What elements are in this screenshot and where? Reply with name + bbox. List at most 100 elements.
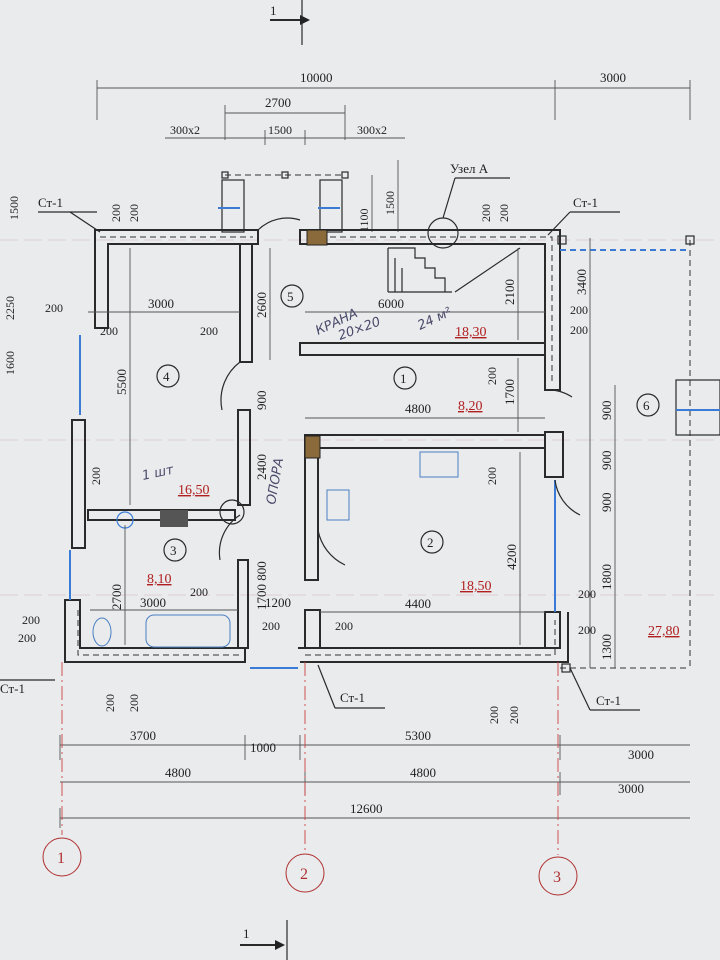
thk-1: 200 bbox=[127, 204, 141, 222]
section-mark-label: 1 bbox=[270, 3, 277, 18]
node-a-label: Узел А bbox=[450, 161, 489, 176]
thk-11: 200 bbox=[485, 467, 499, 485]
interior-walls bbox=[87, 217, 581, 649]
thk-2: 200 bbox=[45, 301, 63, 315]
thk-10: 200 bbox=[89, 467, 103, 485]
dim-1600: 1600 bbox=[3, 351, 17, 375]
dim-1800: 1800 bbox=[599, 564, 614, 590]
room-number-1: 1 bbox=[400, 371, 407, 386]
dim-1500-entrance: 1500 bbox=[383, 191, 397, 215]
room-number-4: 4 bbox=[163, 369, 170, 384]
dim-bottom-4800a: 4800 bbox=[165, 765, 191, 780]
dim-r3-h: 2700 bbox=[109, 584, 124, 610]
thk-8: 200 bbox=[570, 323, 588, 337]
top-dimensions: 10000 3000 2700 300x2 1500 300x2 bbox=[96, 70, 691, 145]
dim-r5-w: 6000 bbox=[378, 296, 404, 311]
thk-17: 200 bbox=[578, 587, 596, 601]
dim-bottom-5300: 5300 bbox=[405, 728, 431, 743]
dim-300x2-left: 300x2 bbox=[170, 123, 200, 137]
thk-5: 200 bbox=[479, 204, 493, 222]
dim-1300: 1300 bbox=[599, 634, 614, 660]
thk-22: 200 bbox=[507, 706, 521, 724]
thk-0: 200 bbox=[109, 204, 123, 222]
axis-label-3: 3 bbox=[553, 869, 561, 886]
thk-14: 200 bbox=[18, 631, 36, 645]
section-mark-top: 1 bbox=[270, 0, 310, 45]
thk-9: 200 bbox=[485, 367, 499, 385]
thk-16: 200 bbox=[335, 619, 353, 633]
room-area-5: 18,30 bbox=[455, 325, 487, 340]
dim-bottom-total: 12600 bbox=[350, 801, 383, 816]
thk-4: 200 bbox=[200, 324, 218, 338]
wall-label-bl: Ст-1 bbox=[0, 681, 25, 696]
room-number-2: 2 bbox=[427, 535, 434, 550]
thk-7: 200 bbox=[570, 303, 588, 317]
left-edge-dimensions: 1500 2250 1600 bbox=[3, 196, 21, 375]
thk-21: 200 bbox=[487, 706, 501, 724]
dim-r2-h: 4200 bbox=[504, 544, 519, 570]
dim-r5-side: 2600 bbox=[254, 292, 269, 318]
room-area-4: 16,50 bbox=[178, 483, 210, 498]
porch-columns bbox=[218, 171, 349, 233]
thk-20: 200 bbox=[127, 694, 141, 712]
dim-r2-w: 4400 bbox=[405, 596, 431, 611]
room-dimensions: 3000 5500 6000 2100 2600 4800 1700 3000 … bbox=[88, 238, 616, 668]
dim-bottom-4800b: 4800 bbox=[410, 765, 436, 780]
section-mark-label-bottom: 1 bbox=[243, 926, 250, 941]
dim-900-b: 900 bbox=[599, 493, 614, 513]
dim-900-r2: 900 bbox=[599, 451, 614, 471]
dim-r5-h: 2100 bbox=[502, 279, 517, 305]
dim-1100: 1100 bbox=[357, 208, 371, 232]
dim-bottom-3000b: 3000 bbox=[618, 781, 644, 796]
thk-6: 200 bbox=[497, 204, 511, 222]
room-number-3: 3 bbox=[170, 543, 177, 558]
axis-label-2: 2 bbox=[300, 866, 308, 883]
wall-label-tl: Ст-1 bbox=[38, 195, 63, 210]
room-area-3: 8,10 bbox=[147, 572, 172, 587]
dim-3400: 3400 bbox=[574, 269, 589, 295]
dim-bottom-3700: 3700 bbox=[130, 728, 156, 743]
dim-1700-800: 1700 800 bbox=[254, 561, 269, 610]
room-area-2: 18,50 bbox=[460, 579, 492, 594]
dim-2400: 2400 bbox=[254, 454, 269, 480]
dim-r3-w: 3000 bbox=[140, 595, 166, 610]
thk-18: 200 bbox=[578, 623, 596, 637]
section-mark-bottom: 1 bbox=[240, 920, 288, 960]
thk-15: 200 bbox=[262, 619, 280, 633]
dim-r4-h: 5500 bbox=[114, 369, 129, 395]
thk-13: 200 bbox=[22, 613, 40, 627]
thk-12: 200 bbox=[190, 585, 208, 599]
dim-top-inner: 2700 bbox=[265, 95, 291, 110]
wall-label-br: Ст-1 bbox=[596, 693, 621, 708]
dim-900-a: 900 bbox=[254, 391, 269, 411]
wall-type-labels: Ст-1 Ст-1 Ст-1 Ст-1 Ст-1 bbox=[0, 195, 640, 711]
dim-top-total: 10000 bbox=[300, 70, 333, 85]
wall-thickness-labels: 200 200 200 200 200 200 200 200 200 200 … bbox=[18, 204, 596, 724]
dim-1200: 1200 bbox=[265, 595, 291, 610]
room-area-1: 8,20 bbox=[458, 399, 483, 414]
dim-1500-top: 1500 bbox=[268, 123, 292, 137]
dim-bottom-1000: 1000 bbox=[250, 740, 276, 755]
axis-label-1: 1 bbox=[57, 850, 65, 867]
dim-r1-w: 4800 bbox=[405, 401, 431, 416]
room-number-6: 6 bbox=[643, 398, 650, 413]
dim-900-r: 900 bbox=[599, 401, 614, 421]
room-area-6: 27,80 bbox=[648, 624, 680, 639]
room-labels: 5 4 1 3 2 6 18,30 8,20 16,50 8,10 18,50 … bbox=[147, 284, 680, 639]
grid-axes: 1 2 3 bbox=[42, 662, 578, 896]
veranda bbox=[557, 235, 720, 673]
room-number-5: 5 bbox=[287, 289, 294, 304]
node-a-callout: Узел А bbox=[427, 161, 510, 249]
dim-300x2-right: 300x2 bbox=[357, 123, 387, 137]
wall-label-tr: Ст-1 bbox=[573, 195, 598, 210]
dim-r1-h: 1700 bbox=[502, 379, 517, 405]
dim-bottom-3000a: 3000 bbox=[628, 747, 654, 762]
entrance-dimensions: 1100 1500 bbox=[357, 160, 399, 232]
dim-r4-w: 3000 bbox=[148, 296, 174, 311]
dim-top-right: 3000 bbox=[600, 70, 626, 85]
thk-3: 200 bbox=[100, 324, 118, 338]
dim-2250: 2250 bbox=[3, 296, 17, 320]
thk-19: 200 bbox=[103, 694, 117, 712]
